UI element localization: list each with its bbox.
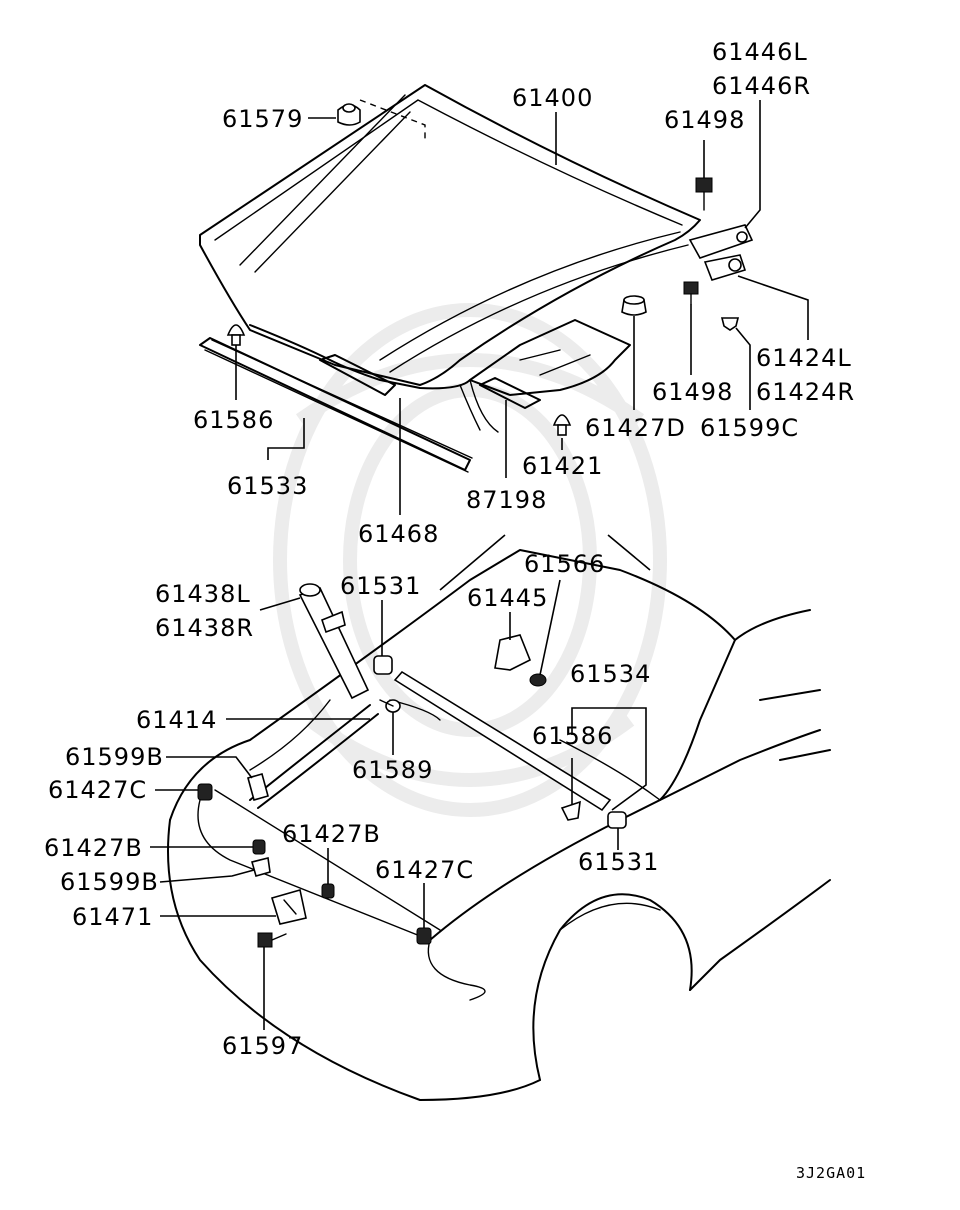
label-61586-top: 61586	[193, 406, 274, 434]
gas-strut-61438	[298, 583, 370, 700]
label-61589: 61589	[352, 756, 433, 784]
car-body-outline	[167, 549, 831, 1101]
label-61599B-bot: 61599B	[60, 868, 159, 896]
label-61438R: 61438R	[155, 614, 254, 642]
pin-61589	[379, 699, 401, 713]
label-61599B-top: 61599B	[65, 743, 164, 771]
clip-61566	[529, 673, 547, 687]
label-61566: 61566	[524, 550, 605, 578]
label-61531-top: 61531	[340, 572, 421, 600]
label-61498-top: 61498	[664, 106, 745, 134]
label-61597: 61597	[222, 1032, 303, 1060]
label-61427B-left: 61427B	[44, 834, 143, 862]
label-61427C-left: 61427C	[48, 776, 147, 804]
bumper-61427B-left	[252, 839, 266, 855]
label-61424R: 61424R	[756, 378, 855, 406]
leader-lines	[150, 100, 809, 1030]
label-61531-bot: 61531	[578, 848, 659, 876]
hood-panel	[199, 84, 701, 433]
clip-61421	[552, 414, 572, 436]
hood-hinge	[688, 224, 754, 281]
label-61498-mid: 61498	[652, 378, 733, 406]
label-61534: 61534	[570, 660, 651, 688]
bolt-61498-mid	[683, 281, 699, 305]
label-61446L: 61446L	[712, 38, 808, 66]
rod-61534	[393, 670, 612, 812]
label-61414: 61414	[136, 706, 217, 734]
label-61438L: 61438L	[155, 580, 251, 608]
label-61427C-mid: 61427C	[375, 856, 474, 884]
label-61421: 61421	[522, 452, 603, 480]
bracket-61445	[494, 634, 532, 671]
dashed-leader-61579	[359, 99, 426, 140]
bumper-61427D	[621, 295, 647, 316]
clip-61586-top	[226, 324, 246, 346]
hood-insulator	[469, 319, 631, 396]
hood-weatherstrip	[199, 337, 473, 473]
bolt-61597	[257, 932, 287, 948]
clip-61599B-top	[247, 773, 269, 801]
label-61468: 61468	[358, 520, 439, 548]
label-61471: 61471	[72, 903, 153, 931]
label-61427B-mid: 61427B	[282, 820, 381, 848]
label-61599C: 61599C	[700, 414, 799, 442]
label-61400: 61400	[512, 84, 593, 112]
label-61586-bot: 61586	[532, 722, 613, 750]
clip-61599C	[720, 317, 740, 331]
label-87198: 87198	[466, 486, 547, 514]
clip-61599B-bot	[251, 857, 271, 877]
label-61533: 61533	[227, 472, 308, 500]
seal-strip-87198	[479, 377, 541, 409]
bumper-61427C-mid	[416, 927, 432, 945]
bumper-61427B-mid	[321, 883, 335, 899]
label-61445: 61445	[467, 584, 548, 612]
grommet-61531-bot	[607, 811, 627, 829]
diagram-code: 3J2GA01	[796, 1164, 866, 1182]
label-61579: 61579	[222, 105, 303, 133]
label-61446R: 61446R	[712, 72, 811, 100]
clip-61586-bot	[560, 800, 581, 821]
hood-bumper-61579	[337, 103, 361, 126]
hood-latch-61471	[270, 888, 307, 925]
bolt-61498-top	[695, 177, 713, 211]
label-61424L: 61424L	[756, 344, 852, 372]
bumper-61427C-left	[197, 783, 213, 801]
label-61427D: 61427D	[585, 414, 686, 442]
grommet-61531-top	[373, 655, 393, 675]
hood-seal-strip	[319, 354, 396, 396]
watermark-emblem	[273, 303, 667, 817]
